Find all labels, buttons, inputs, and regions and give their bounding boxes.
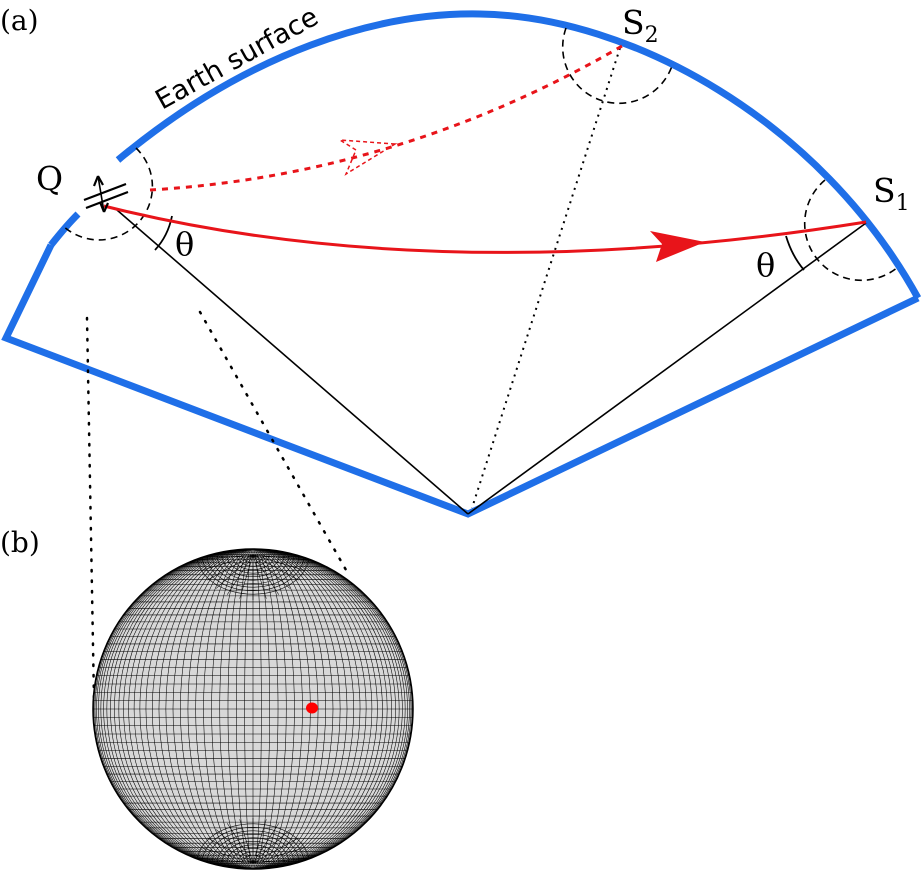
radius-to-s1 [467,222,867,515]
stereonet-sphere [92,548,414,870]
ray-arrowhead-dashed [339,139,398,176]
panel-label-b: (b) [0,526,40,559]
earth-sector-outline [1,10,922,518]
focal-spheres [61,27,899,282]
angle-label-theta-s1: θ [756,246,775,284]
projection-lines [85,310,348,702]
station-label-s2: S2 [622,3,659,48]
projection-line-left [85,316,96,702]
focal-point-dot [306,702,318,714]
earth-surface-arc-left [48,211,81,248]
projection-line-right [198,310,348,572]
ray-arrowhead-solid [650,231,705,262]
angle-arc-at-q [154,215,173,251]
radius-to-s2 [471,47,621,509]
angle-arc-at-s1 [785,235,805,271]
fault-symbol [83,175,129,213]
earth-sector-edges [1,243,920,518]
focal-sphere-q [61,147,154,241]
ray-paths [103,44,867,254]
radius-to-q [116,209,469,515]
station-label-s1: S1 [873,171,910,216]
stereonet-outline [92,548,414,870]
stereonet-grid [93,549,413,869]
focal-sphere-s1 [803,179,899,282]
radial-lines [116,47,867,515]
angle-label-theta-q: θ [175,225,194,263]
earth-surface-arc-main [115,10,922,300]
source-label-q: Q [36,159,63,198]
ray-path-to-s1 [103,204,867,254]
angle-arcs [154,215,805,271]
focal-sphere-s2 [561,27,673,105]
panel-label-a: (a) [0,4,39,37]
earth-surface-label: Earth surface [150,1,323,116]
